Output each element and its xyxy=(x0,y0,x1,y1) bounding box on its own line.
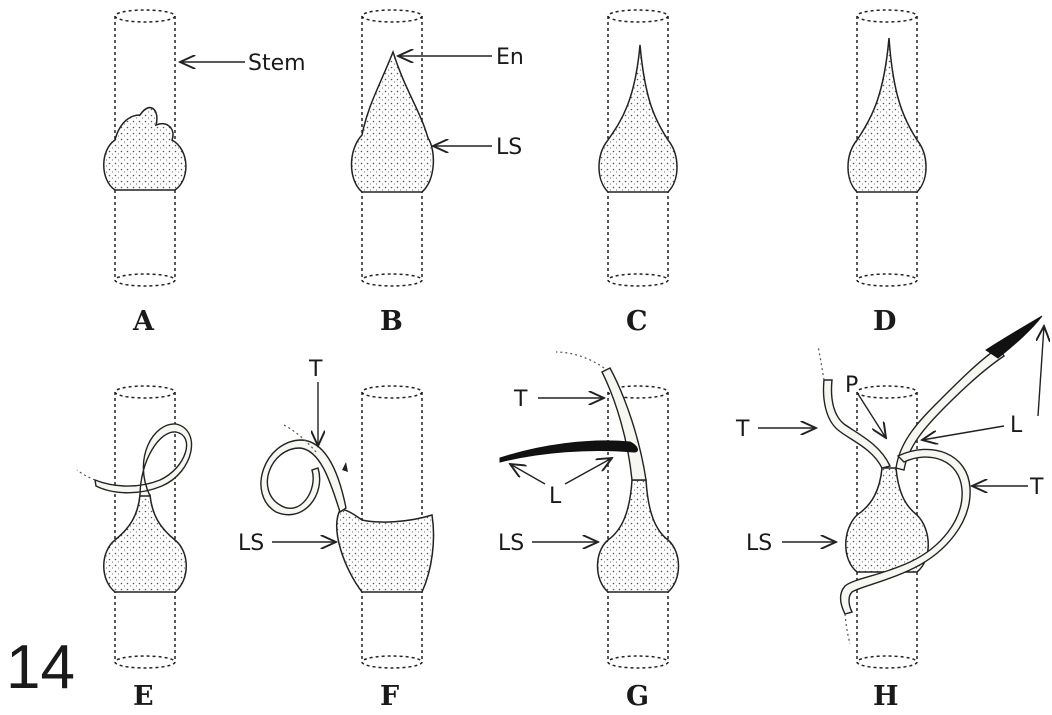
p-arrow-h xyxy=(858,394,886,438)
p-label-h: P xyxy=(845,373,858,398)
panel-f: F T LS xyxy=(238,357,434,712)
panel-letter-c: C xyxy=(626,306,648,337)
panel-g: G T L LS xyxy=(498,352,679,712)
panel-letter-d: D xyxy=(873,306,896,337)
leaf-sheath-c xyxy=(599,45,677,192)
stem-label: Stem xyxy=(248,51,306,76)
panel-letter-e: E xyxy=(133,681,154,712)
panel-d: D xyxy=(848,10,926,337)
black-leaf-tip-h xyxy=(986,316,1042,358)
ls-label-b: LS xyxy=(496,135,522,160)
panel-letter-f: F xyxy=(380,681,399,712)
panel-letter-b: B xyxy=(380,306,403,337)
leaf-sheath-f xyxy=(337,510,434,592)
panel-letter-h: H xyxy=(873,681,899,712)
t-label-f: T xyxy=(308,357,323,382)
leaf-sheath-h xyxy=(846,468,929,572)
panel-a: A Stem xyxy=(104,10,306,337)
leaf-sheath-g xyxy=(598,480,679,592)
panel-b: B En LS xyxy=(352,10,524,337)
leaf-sheath-d xyxy=(848,38,926,192)
panel-letter-a: A xyxy=(132,306,155,337)
ls-label-h: LS xyxy=(746,531,772,556)
l-arrow-h1 xyxy=(922,426,1004,440)
figure-number: 14 xyxy=(6,633,75,702)
t-label-g: T xyxy=(513,387,528,412)
panel-e: E xyxy=(77,386,192,712)
black-leaf-g xyxy=(500,441,637,462)
ls-label-g: LS xyxy=(498,531,524,556)
en-label: En xyxy=(496,45,524,70)
leaf-sheath-a xyxy=(104,108,186,190)
leaf-sheath-b xyxy=(352,52,434,192)
tendril-loop-e xyxy=(95,424,192,496)
l-label-g: L xyxy=(549,484,562,509)
tendril-f xyxy=(261,440,346,515)
panel-c: C xyxy=(599,10,677,337)
l-label-h: L xyxy=(1010,413,1023,438)
l-arrow-g1 xyxy=(510,464,545,484)
l-arrow-g2 xyxy=(565,458,612,484)
l-arrow-h2 xyxy=(1038,326,1044,416)
ls-label-f: LS xyxy=(238,531,264,556)
t-label-h-left: T xyxy=(735,417,750,442)
t-label-h-right: T xyxy=(1029,475,1044,500)
panel-letter-g: G xyxy=(626,681,649,712)
panel-h: H P T L T LS xyxy=(735,316,1044,712)
leaf-sheath-e xyxy=(104,495,187,592)
